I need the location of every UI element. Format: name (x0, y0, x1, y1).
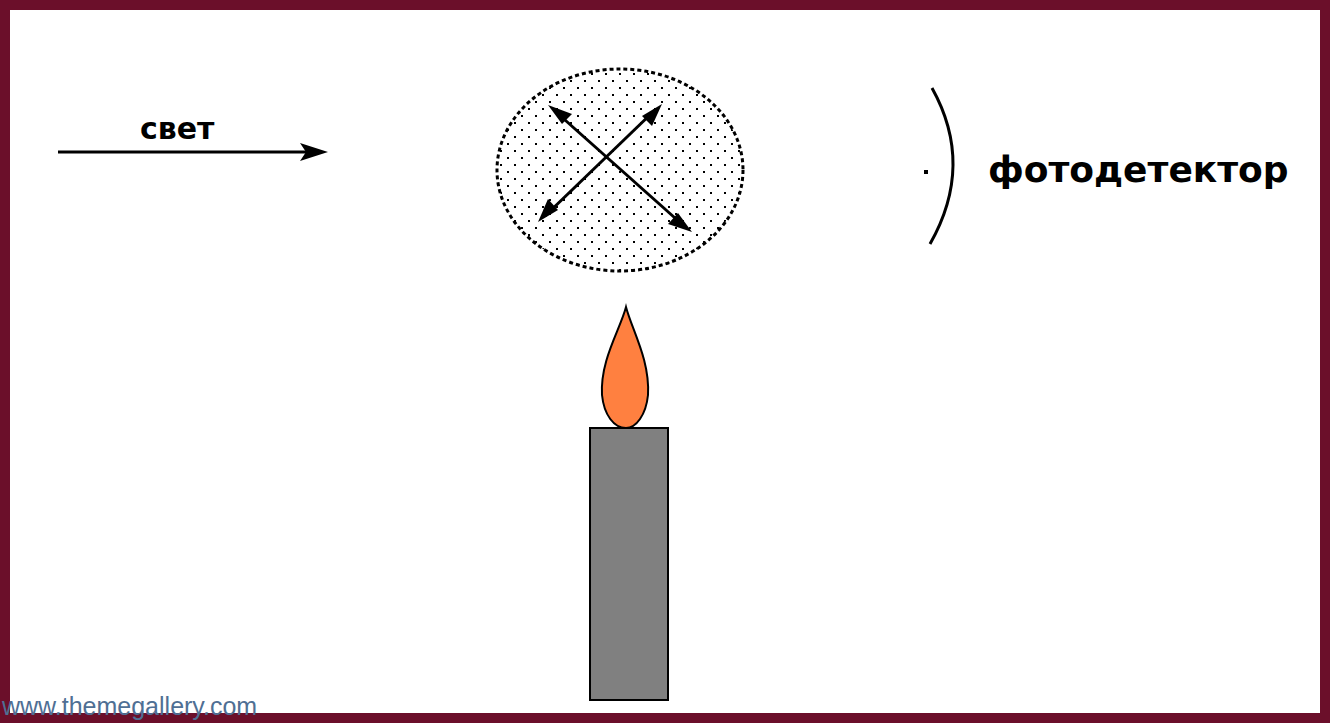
detector-label: фотодетектор (988, 150, 1289, 190)
particle (497, 69, 743, 271)
light-arrow (58, 143, 328, 161)
watermark: www.themegallery.com (2, 693, 257, 721)
photodetector-symbol (924, 88, 953, 244)
frame (5, 5, 1325, 718)
candle (590, 307, 668, 700)
light-label: свет (140, 112, 215, 145)
